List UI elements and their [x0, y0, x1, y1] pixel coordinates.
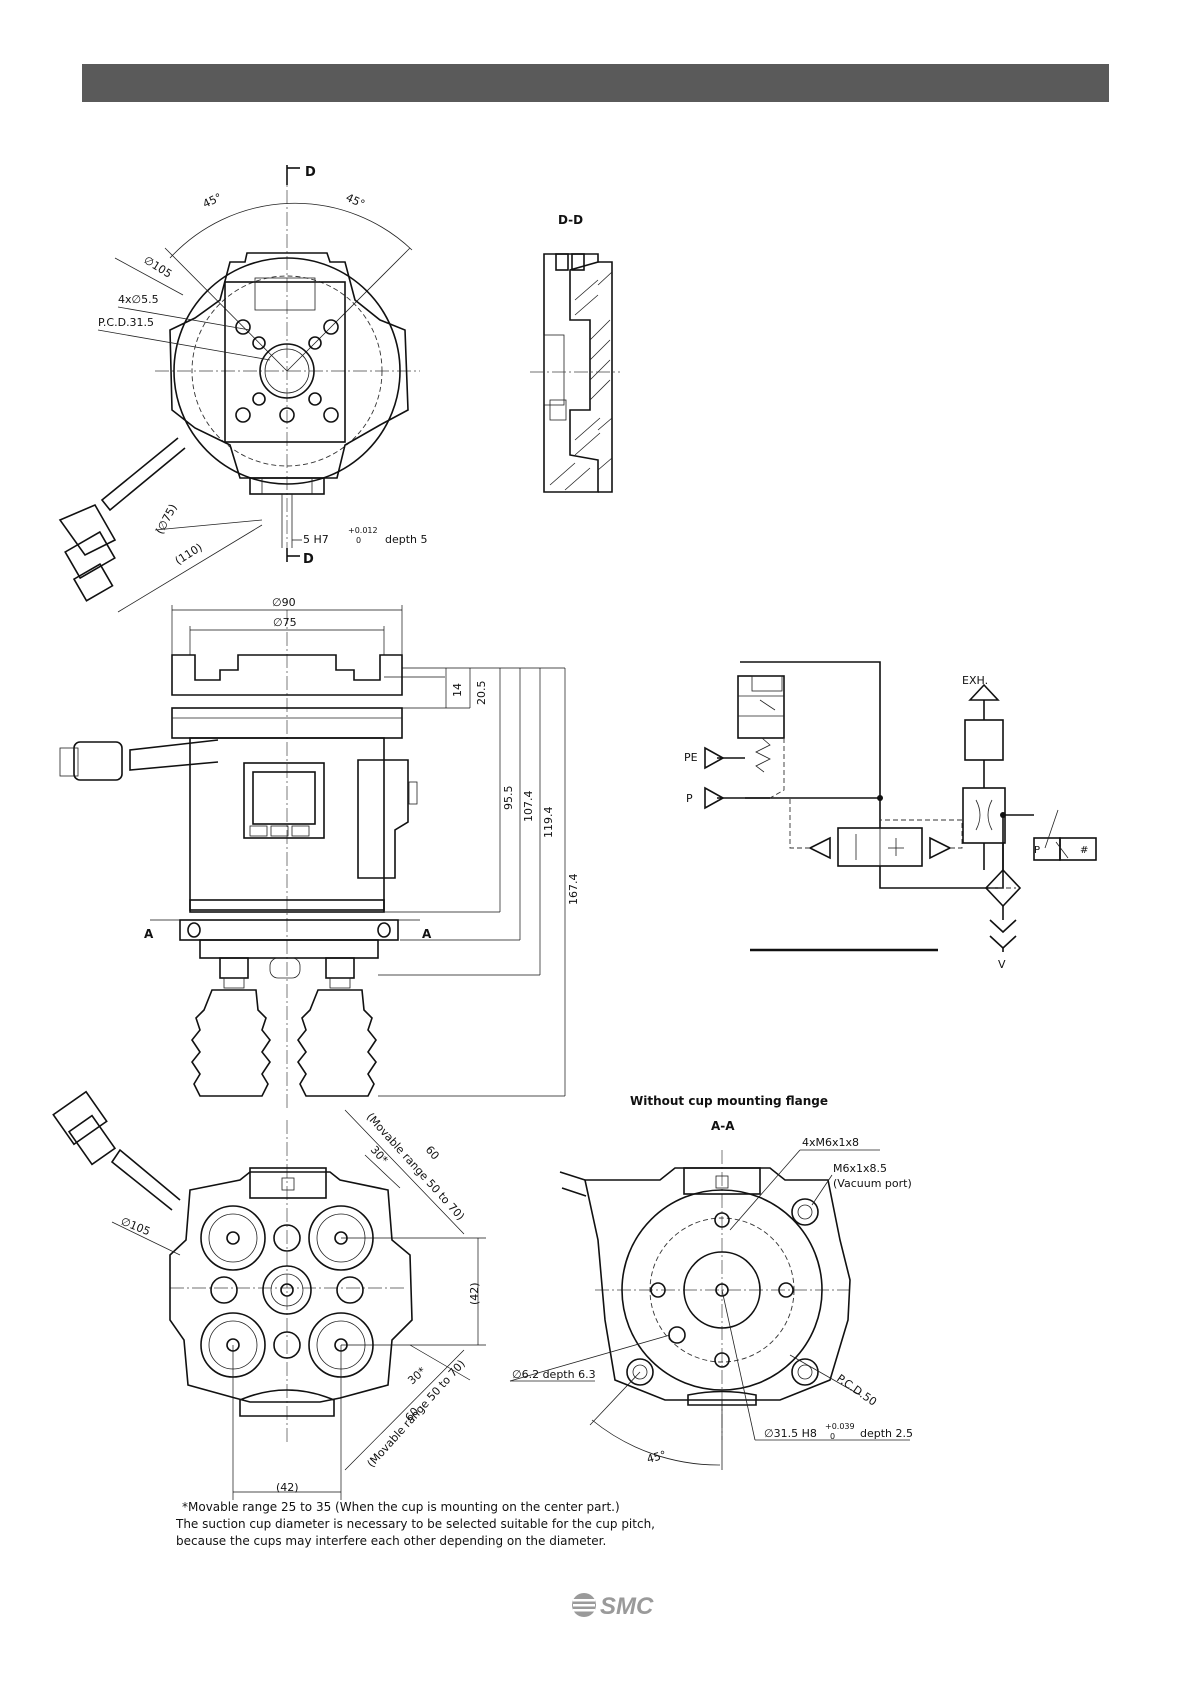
dim-167-4-label: 167.4 [567, 874, 580, 906]
bottom-dia-105-label: ∅105 [119, 1215, 152, 1239]
angle-right-label: 45° [344, 191, 367, 211]
header-bar [82, 64, 1109, 102]
bottom-dim-30-bottom: 30* [405, 1364, 429, 1387]
dia-75-front-label: ∅75 [273, 616, 297, 629]
dim-20-5-label: 20.5 [475, 681, 488, 706]
len-110-label: (110) [173, 541, 205, 568]
section-marker-a-left: A [144, 927, 154, 941]
aa-vacuum-port-caption: (Vacuum port) [833, 1177, 912, 1190]
note-line-1: *Movable range 25 to 35 (When the cup is… [182, 1500, 620, 1514]
aa-angle-label: 45° [645, 1448, 667, 1466]
section-marker-d-top: D [305, 165, 316, 180]
circuit-pe-label: PE [684, 751, 698, 764]
dia-75-label: (∅75) [153, 502, 180, 537]
dim-95-5-label: 95.5 [502, 786, 515, 811]
bottom-dim-42-right: (42) [468, 1282, 481, 1305]
section-aa-title: A-A [711, 1119, 735, 1133]
dim-107-4-label: 107.4 [522, 791, 535, 823]
circuit-switch-hash-label: # [1080, 845, 1088, 856]
bottom-dim-60-top: 60 [423, 1143, 442, 1162]
dim-14-label: 14 [451, 683, 464, 697]
smc-logo-text: SMC [600, 1593, 654, 1620]
dia-90-label: ∅90 [272, 596, 296, 609]
note-line-3: because the cups may interfere each othe… [176, 1534, 607, 1548]
bottom-range-top: (Movable range 50 to 70) [364, 1110, 467, 1223]
note-line-2: The suction cup diameter is necessary to… [176, 1517, 655, 1531]
slot-tol-lower: 0 [356, 536, 361, 545]
holes-label: 4x∅5.5 [118, 293, 159, 306]
aa-bore-depth-label: depth 2.5 [860, 1427, 913, 1440]
aa-bore-tol-lower: 0 [830, 1432, 835, 1441]
aa-pcd-50-label: P.C.D.50 [834, 1372, 879, 1409]
angle-left-label: 45° [201, 191, 224, 211]
section-marker-a-right: A [422, 927, 432, 941]
section-aa-view: Without cup mounting flange A-A 4xM6x1x8… [509, 1094, 913, 1470]
aa-hole-62-label: ∅6.2 depth 6.3 [512, 1368, 596, 1381]
dim-119-4-label: 119.4 [542, 807, 555, 839]
aa-bore-label: ∅31.5 H8 [764, 1427, 817, 1440]
circuit-p-label: P [686, 792, 693, 805]
front-view: ∅90 ∅75 A A [59, 596, 580, 1110]
section-dd-title: D-D [558, 213, 583, 227]
section-dd-view: D-D [530, 213, 620, 493]
slot-label: 5 H7 [303, 533, 329, 546]
circuit-diagram: PE P EXH. P # [684, 661, 1097, 971]
bottom-dim-30-top: 30* [368, 1143, 391, 1167]
circuit-v-label: V [998, 958, 1006, 971]
bottom-dim-42-bottom: (42) [276, 1481, 299, 1494]
section-marker-d-bottom: D [303, 552, 314, 567]
aa-thread-holes-label: 4xM6x1x8 [802, 1136, 859, 1149]
section-aa-caption: Without cup mounting flange [630, 1094, 828, 1108]
bottom-view: ∅105 60 (Movable range 50 to 70) 30* (42… [52, 1090, 486, 1500]
top-view: D D 45° 45° ∅105 4x∅5.5 [58, 165, 428, 613]
pcd-label: P.C.D.31.5 [98, 316, 154, 329]
smc-logo: SMC [570, 1590, 670, 1624]
aa-bore-tol-upper: +0.039 [825, 1422, 855, 1431]
slot-tol-upper: +0.012 [348, 526, 378, 535]
slot-depth-label: depth 5 [385, 533, 428, 546]
dia-105-label: ∅105 [141, 254, 174, 281]
circuit-switch-p-label: P [1034, 845, 1040, 856]
aa-vacuum-port-label: M6x1x8.5 [833, 1162, 887, 1175]
circuit-exh-label: EXH. [962, 674, 988, 687]
